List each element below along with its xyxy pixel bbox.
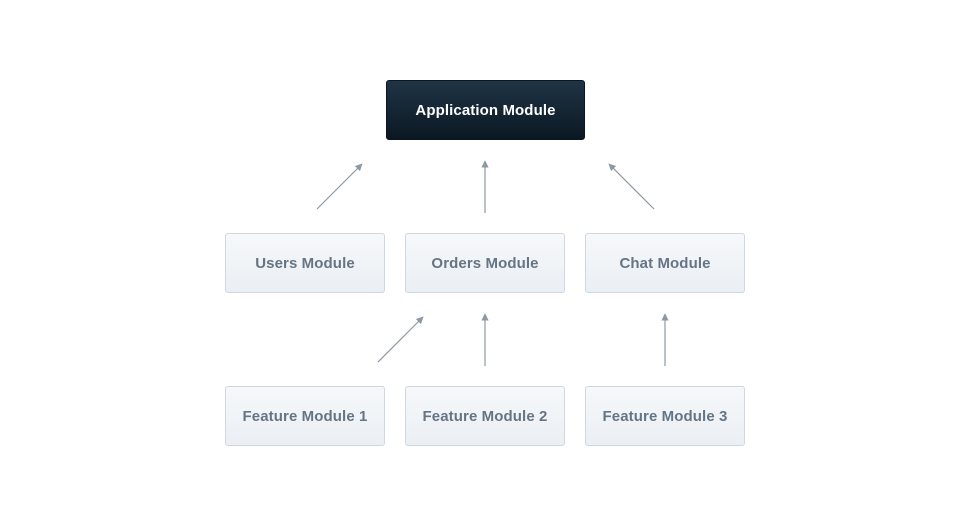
feature-module-1-node: Feature Module 1	[225, 386, 385, 446]
users-module-label: Users Module	[255, 254, 355, 272]
feature-module-3-node: Feature Module 3	[585, 386, 745, 446]
orders-module-node: Orders Module	[405, 233, 565, 293]
edge-feature1-to-orders	[377, 316, 424, 363]
feature-module-1-label: Feature Module 1	[242, 407, 368, 425]
feature-module-3-label: Feature Module 3	[602, 407, 728, 425]
users-module-node: Users Module	[225, 233, 385, 293]
edge-users-to-application	[316, 163, 363, 210]
chat-module-label: Chat Module	[619, 254, 711, 272]
edge-chat-to-application	[608, 163, 655, 210]
application-module-label: Application Module	[415, 101, 556, 119]
orders-module-label: Orders Module	[431, 254, 539, 272]
application-module-node: Application Module	[386, 80, 585, 140]
feature-module-2-label: Feature Module 2	[422, 407, 548, 425]
chat-module-node: Chat Module	[585, 233, 745, 293]
feature-module-2-node: Feature Module 2	[405, 386, 565, 446]
